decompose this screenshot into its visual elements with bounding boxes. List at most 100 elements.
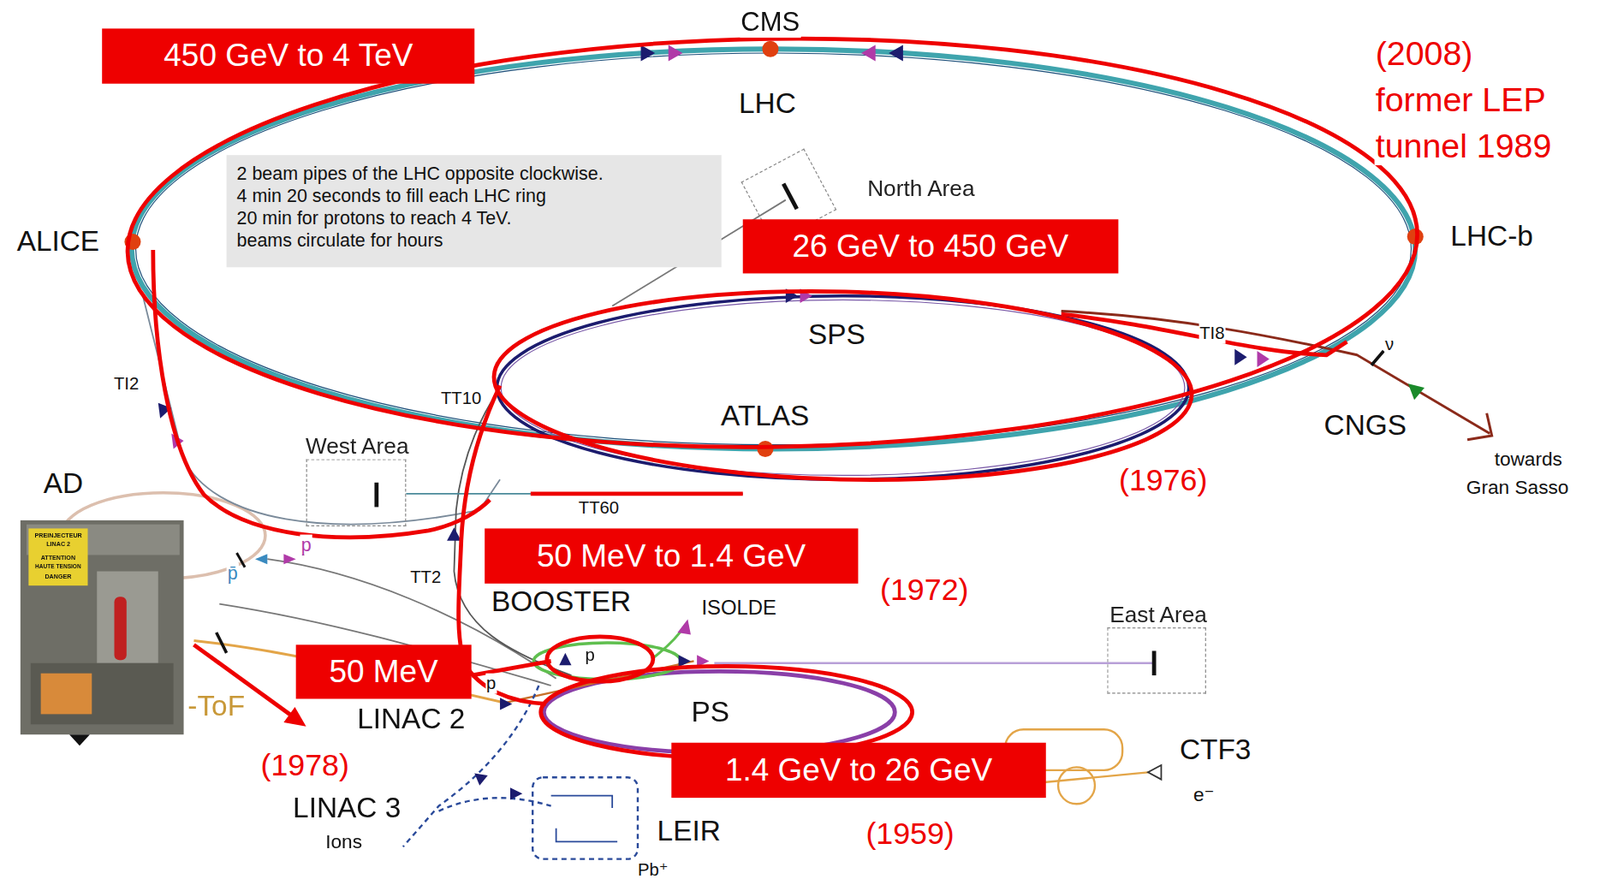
accelerator-name: LEIR [655, 814, 722, 848]
tt60-line [405, 493, 743, 495]
experiment-name: CNGS [1322, 409, 1408, 442]
target-marker [781, 182, 799, 210]
particle-name: p [585, 646, 595, 667]
photo-pointer [69, 734, 90, 746]
red-annotation-loop [491, 282, 1195, 489]
particle-name: Pb⁺ [636, 860, 670, 881]
area-box: West Area [306, 458, 407, 527]
photo-sign-text: DANGER [44, 573, 72, 580]
year-note: (1976) [1118, 463, 1209, 499]
red-annotation-path [530, 492, 744, 497]
red-annotation-loop [124, 29, 1421, 457]
particle-name: p̄ [226, 562, 239, 584]
east-line [713, 662, 1154, 665]
line-name: TT60 [577, 498, 621, 518]
facility-name: ISOLDE [700, 595, 778, 619]
accelerator-name: LINAC 3 [291, 791, 403, 825]
beam-arrow [861, 44, 876, 61]
area-label: East Area [1109, 601, 1208, 628]
year-note: (1959) [864, 815, 956, 851]
cngs-arrowhead [1467, 413, 1493, 441]
photo-detail [96, 571, 159, 663]
dashed-area [306, 458, 407, 527]
experiment-name: CMS [739, 6, 801, 38]
energy-box: 1.4 GeV to 26 GeV [671, 743, 1046, 798]
particle-name: Ions [324, 830, 363, 853]
photo-detail [41, 673, 93, 715]
particle-name: p [299, 534, 312, 556]
photo [20, 520, 185, 735]
photo-sign-text: ATTENTION [41, 554, 76, 561]
year-note: tunnel 1989 [1374, 126, 1553, 166]
accelerator-name: LINAC 2 [356, 702, 467, 736]
experiment-name: ATLAS [719, 399, 811, 433]
red-annotation-path [471, 660, 552, 676]
particle-name: ν [1384, 334, 1396, 355]
beam-arrow [283, 553, 296, 565]
facility-name: CTF3 [1178, 733, 1253, 767]
beam-arrow [1256, 350, 1269, 368]
energy-label: 1.4 GeV to 26 GeV [725, 751, 993, 788]
particle-name: p [485, 673, 498, 694]
cngs-line [1061, 311, 1491, 435]
energy-label: 26 GeV to 450 GeV [792, 227, 1070, 264]
accelerator-name: PS [689, 695, 731, 729]
red-annotation-path [1061, 314, 1348, 356]
line-name: TT2 [409, 567, 442, 588]
leir-ring [532, 777, 638, 859]
ti2-line [142, 296, 500, 525]
red-annotation-path [153, 249, 490, 538]
energy-box: 50 MeV to 1.4 GeV [484, 528, 858, 583]
line-name: TI8 [1198, 323, 1226, 344]
energy-box: 50 MeV [296, 644, 472, 699]
target-mark [1371, 350, 1384, 366]
area-box: East Area [1106, 627, 1207, 694]
beam-arrow [677, 619, 690, 636]
target-mark [216, 632, 227, 654]
red-arrowhead [283, 707, 306, 727]
beam-arrow [559, 653, 572, 666]
destination-note: Gran Sasso [1465, 476, 1571, 500]
area-label: North Area [867, 174, 975, 201]
lhc-ring [131, 48, 1416, 449]
photo-detail [30, 663, 174, 726]
beam-arrow [255, 553, 268, 565]
year-note: former LEP [1374, 80, 1547, 119]
area-label: West Area [305, 433, 409, 459]
accelerator-name: AD [41, 467, 84, 500]
note-box: 2 beam pipes of the LHC opposite clockwi… [226, 154, 722, 268]
target-marker [374, 482, 379, 508]
accelerator-name: LHC [737, 88, 798, 121]
dashed-area [1106, 627, 1207, 694]
red-annotation-loop [547, 636, 654, 682]
note-text: beams circulate for hours [237, 230, 444, 252]
year-note: (2008) [1374, 35, 1475, 74]
line-name: TT10 [440, 388, 483, 409]
experiment-name: ALICE [15, 225, 101, 258]
accelerator-name: BOOSTER [490, 585, 633, 619]
photo-sign-text: LINAC 2 [46, 541, 71, 548]
target-marker [1152, 650, 1157, 676]
photo-sign-text: PREINJECTEUR [35, 532, 83, 539]
note-text: 2 beam pipes of the LHC opposite clockwi… [237, 163, 604, 185]
energy-box: 450 GeV to 4 TeV [101, 28, 475, 84]
particle-name: e⁻ [1192, 783, 1216, 806]
year-note: (1972) [879, 571, 970, 607]
energy-label: 450 GeV to 4 TeV [163, 37, 413, 74]
note-text: 4 min 20 seconds to fill each LHC ring [237, 185, 547, 208]
energy-box: 26 GeV to 450 GeV [743, 219, 1119, 274]
beam-arrow [1234, 349, 1247, 366]
beam-arrow [510, 787, 523, 800]
leir-arrow [551, 796, 613, 809]
experiment-name: LHC-b [1449, 220, 1535, 253]
ctf3-ring [1058, 767, 1095, 804]
beam-arrow [474, 773, 488, 786]
beam-arrow [446, 527, 462, 541]
ctf3-arrow [1147, 765, 1161, 780]
note-text: 20 min for protons to reach 4 TeV. [237, 208, 512, 230]
linac3-line [439, 797, 552, 811]
year-note: (1978) [259, 747, 351, 783]
energy-label: 50 MeV to 1.4 GeV [536, 537, 806, 574]
